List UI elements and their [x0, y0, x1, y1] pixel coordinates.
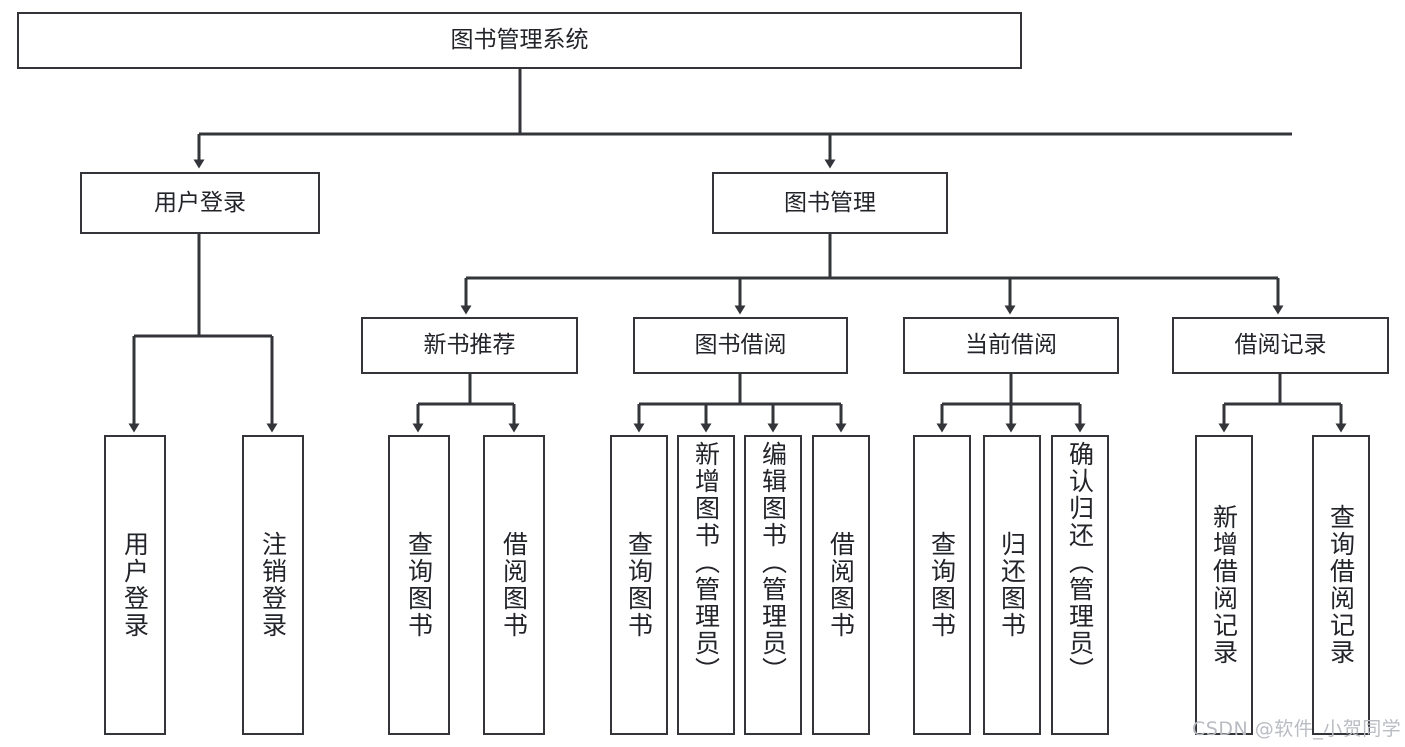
watermark-text: CSDN @软件_小贺同学: [1192, 718, 1402, 740]
node-user-login[interactable]: 用户登录: [80, 172, 320, 234]
node-book-borrow-label: 图书借阅: [694, 332, 787, 359]
leaf-query-book-rec-label: 查询图书: [404, 531, 434, 639]
node-current-borrow[interactable]: 当前借阅: [903, 317, 1119, 374]
leaf-add-book-label: 新增图书（管理员）: [691, 441, 721, 684]
node-user-login-label: 用户登录: [154, 189, 246, 216]
node-root[interactable]: 图书管理系统: [17, 12, 1022, 69]
leaf-add-book[interactable]: 新增图书（管理员）: [677, 435, 735, 735]
leaf-query-book-cur[interactable]: 查询图书: [913, 435, 971, 735]
node-current-borrow-label: 当前借阅: [965, 332, 1057, 359]
leaf-borrow-book-rec[interactable]: 借阅图书: [483, 435, 545, 735]
leaf-edit-book-label: 编辑图书（管理员）: [758, 441, 788, 684]
leaf-query-record-label: 查询借阅记录: [1326, 504, 1356, 666]
leaf-borrow-book-rec-label: 借阅图书: [499, 531, 529, 639]
node-new-book-rec[interactable]: 新书推荐: [361, 317, 578, 374]
leaf-add-record-label: 新增借阅记录: [1209, 504, 1239, 666]
node-root-label: 图书管理系统: [450, 27, 589, 54]
leaf-query-book-borrow-label: 查询图书: [624, 531, 654, 639]
leaf-query-book-borrow[interactable]: 查询图书: [610, 435, 668, 735]
node-book-manage[interactable]: 图书管理: [712, 172, 948, 234]
node-book-borrow[interactable]: 图书借阅: [633, 317, 848, 374]
leaf-return-book[interactable]: 归还图书: [983, 435, 1041, 735]
node-borrow-record[interactable]: 借阅记录: [1172, 317, 1389, 374]
node-book-manage-label: 图书管理: [784, 189, 876, 216]
leaf-edit-book[interactable]: 编辑图书（管理员）: [744, 435, 802, 735]
leaf-confirm-return-label: 确认归还（管理员）: [1065, 441, 1095, 684]
node-borrow-record-label: 借阅记录: [1234, 332, 1327, 359]
leaf-logout[interactable]: 注销登录: [242, 435, 304, 735]
leaf-borrow-book-label: 借阅图书: [826, 531, 856, 639]
leaf-query-book-rec[interactable]: 查询图书: [388, 435, 450, 735]
leaf-return-book-label: 归还图书: [997, 531, 1027, 639]
node-new-book-rec-label: 新书推荐: [423, 332, 516, 359]
leaf-add-record[interactable]: 新增借阅记录: [1195, 435, 1253, 735]
leaf-query-record[interactable]: 查询借阅记录: [1312, 435, 1370, 735]
leaf-borrow-book[interactable]: 借阅图书: [812, 435, 870, 735]
leaf-logout-label: 注销登录: [258, 531, 288, 639]
leaf-user-login-label: 用户登录: [120, 531, 150, 639]
leaf-confirm-return[interactable]: 确认归还（管理员）: [1051, 435, 1109, 735]
leaf-user-login[interactable]: 用户登录: [104, 435, 166, 735]
leaf-query-book-cur-label: 查询图书: [927, 531, 957, 639]
